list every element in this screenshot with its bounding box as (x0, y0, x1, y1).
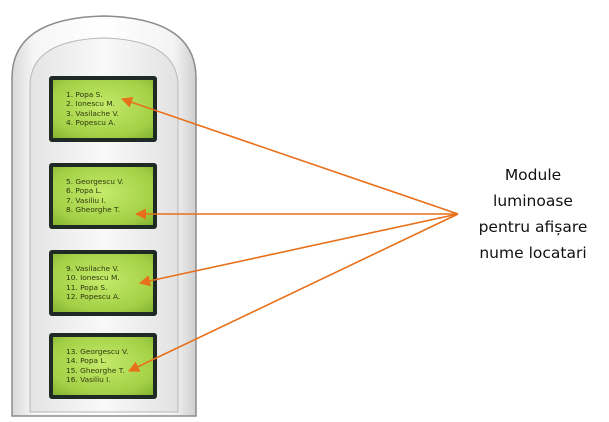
module-2-names: 5. Georgescu V. 6. Popa L. 7. Vasiliu I.… (53, 167, 153, 225)
resident-name: 2. Ionescu M. (66, 99, 116, 109)
resident-name: 12. Popescu A. (66, 292, 121, 302)
resident-name: 5. Georgescu V. (66, 177, 124, 186)
resident-name: 4. Popescu A. (66, 118, 116, 128)
caption-line: pentru afișare (478, 218, 588, 236)
caption-label: Module luminoase pentru afișare nume loc… (458, 162, 608, 266)
module-4-names: 13. Georgescu V. 14. Popa L. 15. Gheorgh… (53, 337, 153, 395)
resident-name: 8. Gheorghe T. (66, 205, 121, 215)
resident-name: 10. Ionescu M. (66, 273, 120, 283)
resident-name: 11. Popa S. (66, 282, 108, 292)
resident-name: 14. Popa L. (66, 356, 107, 366)
caption-line: nume locatari (479, 244, 587, 262)
resident-name: 13. Georgescu V. (66, 347, 129, 356)
resident-name: 7. Vasiliu I. (66, 195, 106, 205)
resident-name: 15. Gheorghe T. (66, 365, 125, 375)
resident-name: 16. Vasiliu I. (66, 375, 111, 385)
module-3-names: 9. Vasilache V. 10. Ionescu M. 11. Popa … (53, 254, 153, 312)
caption-line: luminoase (493, 192, 573, 210)
resident-name: 9. Vasilache V. (66, 264, 119, 273)
resident-name: 6. Popa L. (66, 186, 103, 196)
resident-name: 3. Vasilache V. (66, 108, 119, 118)
resident-name: 1. Popa S. (66, 90, 103, 99)
module-1-names: 1. Popa S. 2. Ionescu M. 3. Vasilache V.… (53, 80, 153, 138)
caption-line: Module (504, 166, 562, 184)
